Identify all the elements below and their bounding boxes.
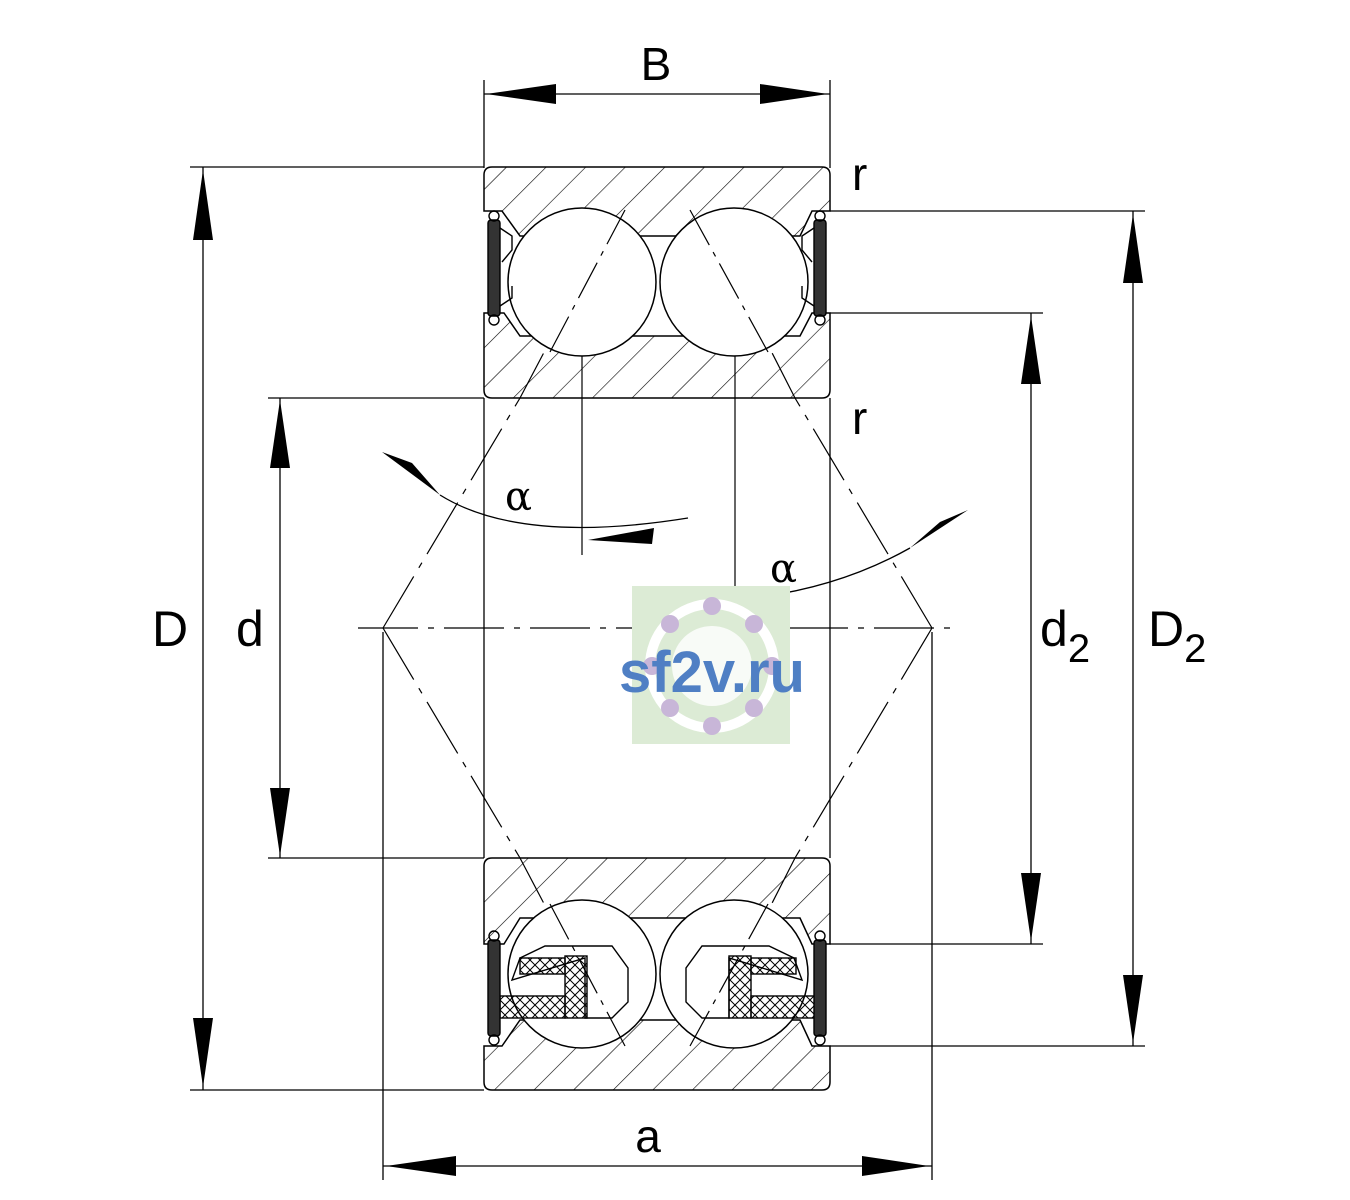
bore-lines [483, 398, 831, 858]
dimension-D [193, 167, 213, 1090]
inner-ring-lower [483, 857, 831, 945]
watermark-badge: sf2v.ru [619, 586, 805, 744]
angle-arc-left [382, 452, 689, 544]
seal-upper-right [801, 210, 827, 326]
seal-lower-right [813, 930, 827, 1046]
dimension-d [270, 398, 290, 858]
cage-lower-left [499, 945, 629, 1019]
label-D2-subscript: 2 [1184, 627, 1206, 671]
watermark-text: sf2v.ru [619, 640, 805, 705]
label-d2-subscript: 2 [1068, 627, 1090, 671]
label-alpha-left: α [505, 474, 532, 520]
label-d: d [236, 601, 264, 657]
label-alpha-right: α [770, 546, 797, 592]
ball-upper-right [659, 207, 809, 357]
upper-section [483, 166, 831, 399]
dimension-B [484, 84, 830, 104]
label-r-mid: r [852, 392, 867, 444]
label-r-top: r [852, 148, 867, 200]
label-D2-base: D [1148, 601, 1184, 657]
label-d2: d2 [1040, 601, 1090, 671]
dimension-d2 [1021, 313, 1041, 944]
dimension-D2 [1123, 211, 1143, 1046]
label-B: B [641, 38, 672, 90]
seal-lower-left [487, 930, 501, 1046]
label-D: D [152, 601, 188, 657]
label-a: a [635, 1110, 661, 1162]
lower-section [483, 857, 831, 1091]
ball-upper-left [507, 207, 657, 357]
label-D2: D2 [1148, 601, 1206, 671]
dimension-a [383, 1156, 932, 1176]
seal-upper-left [487, 210, 513, 326]
label-d2-base: d [1040, 601, 1068, 657]
extension-lines [190, 80, 1145, 1180]
